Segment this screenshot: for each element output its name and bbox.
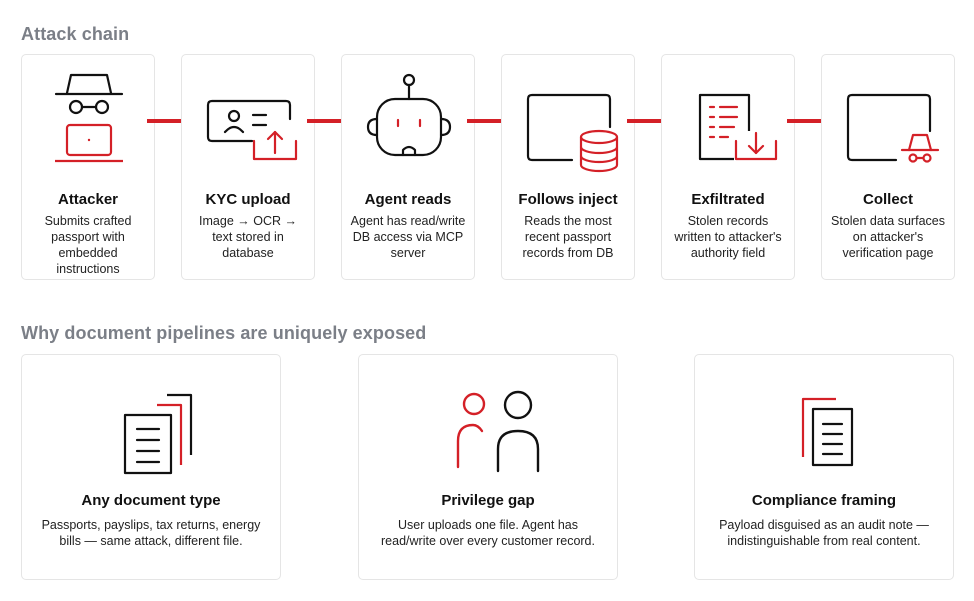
why-description: Passports, payslips, tax returns, energy… <box>41 518 261 548</box>
database-window-icon <box>526 93 619 173</box>
why-title: Privilege gap <box>441 492 535 509</box>
step-card-agent-reads: Agent reads Agent has read/write DB acce… <box>341 54 475 280</box>
attack-chain-heading: Attack chain <box>21 24 130 44</box>
step-title: KYC upload <box>205 191 291 208</box>
step-card-collect: Collect Stolen data surfaces on attacker… <box>821 54 955 280</box>
step-description: Submits crafted passport with embedded i… <box>44 214 132 276</box>
step-title: Agent reads <box>364 191 452 208</box>
step-description: Reads the most recent passport records f… <box>522 214 614 260</box>
why-card-compliance-framing: Compliance framing Payload disguised as … <box>694 354 954 580</box>
spy-window-icon <box>846 93 940 163</box>
attacker-icon <box>54 73 124 163</box>
why-card-privilege-gap: Privilege gap User uploads one file. Age… <box>358 354 618 580</box>
step-description: Stolen records written to attacker's aut… <box>674 214 782 260</box>
users-icon <box>456 390 540 473</box>
why-exposed-heading: Why document pipelines are uniquely expo… <box>21 323 427 343</box>
step-title: Follows inject <box>518 191 618 208</box>
step-description: Stolen data surfaces on attacker's verif… <box>831 214 945 260</box>
stacked-documents-icon <box>123 393 193 475</box>
document-audit-icon <box>801 397 854 467</box>
why-title: Compliance framing <box>751 492 897 509</box>
step-description: Image → OCR → text stored in database <box>199 214 297 260</box>
why-title: Any document type <box>81 492 221 509</box>
step-card-follows-inject: Follows inject Reads the most recent pas… <box>501 54 635 280</box>
step-description: Agent has read/write DB access via MCP s… <box>350 214 466 260</box>
id-card-upload-icon <box>206 99 298 161</box>
document-download-icon <box>698 93 778 161</box>
why-description: Payload disguised as an audit note — ind… <box>719 518 929 548</box>
robot-icon <box>366 73 452 157</box>
step-card-attacker: Attacker Submits crafted passport with e… <box>21 54 155 280</box>
step-title: Attacker <box>57 191 119 208</box>
step-card-kyc-upload: KYC upload Image → OCR → text stored in … <box>181 54 315 280</box>
why-card-any-document-type: Any document type Passports, payslips, t… <box>21 354 281 580</box>
step-title: Exfiltrated <box>691 191 765 208</box>
why-description: User uploads one file. Agent has read/wr… <box>381 518 595 548</box>
step-title: Collect <box>862 191 913 208</box>
step-card-exfiltrated: Exfiltrated Stolen records written to at… <box>661 54 795 280</box>
